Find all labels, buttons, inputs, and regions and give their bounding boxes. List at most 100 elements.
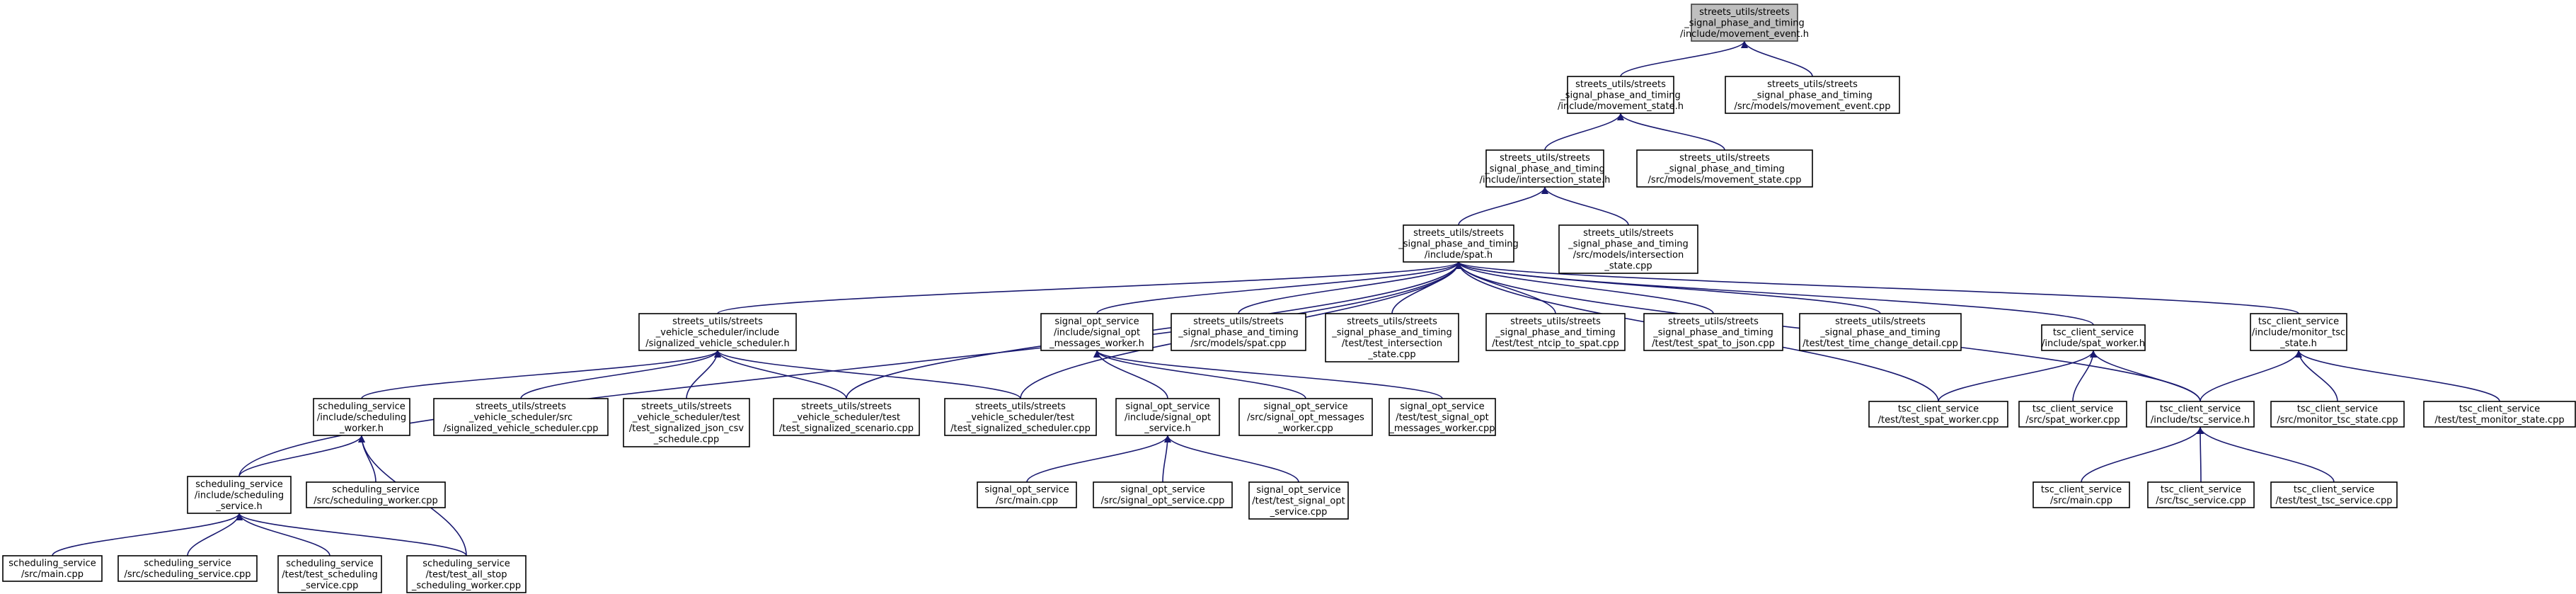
graph-node-box [1868,401,2008,428]
graph-node-label-line: signal_opt_service [984,485,1069,496]
graph-node-movement-state-cpp[interactable]: streets_utils/streets_signal_phase_and_t… [1636,149,1813,188]
graph-node-label-line: _signal_phase_and_timing [1652,327,1773,338]
graph-node-label-line: _worker.h [339,423,384,434]
graph-node-label-line: /src/spat_worker.cpp [2025,415,2120,425]
graph-edge-scheduling-service-h-to-spat-h [238,261,1462,477]
graph-node-spat-worker-cpp[interactable]: tsc_client_service/src/spat_worker.cpp [2018,401,2127,428]
graph-node-monitor-tsc-state-cpp[interactable]: tsc_client_service/src/monitor_tsc_state… [2270,401,2405,428]
graph-node-label-line: /include/signal_opt [1054,327,1140,338]
graph-node-box [117,555,258,582]
graph-node-box [1403,224,1514,263]
graph-node-tsc-main-cpp[interactable]: tsc_client_service/src/main.cpp [2032,481,2130,508]
graph-edge-test-spat-worker-cpp-to-spat-worker-h [1938,350,2097,402]
graph-node-label-line: _state.cpp [1367,350,1415,360]
graph-node-test-signalized-scheduler-cpp[interactable]: streets_utils/streets_vehicle_scheduler/… [944,398,1097,436]
graph-edge-test-signalized-json-csv-schedule-cpp-to-signalized-vehicle-scheduler-h [686,350,721,399]
graph-node-scheduling-worker-cpp[interactable]: scheduling_service/src/scheduling_worker… [306,481,446,508]
graph-node-intersection-state-cpp[interactable]: streets_utils/streets_signal_phase_and_t… [1558,224,1698,274]
graph-node-test-monitor-state-cpp[interactable]: tsc_client_service/test/test_monitor_sta… [2423,401,2576,428]
graph-node-label-line: _state.h [2279,338,2317,349]
graph-node-label-line: streets_utils/streets [1835,316,1926,327]
graph-edge-test-monitor-state-cpp-to-monitor-tsc-state-h [2295,350,2500,402]
graph-node-signalized-vehicle-scheduler-h[interactable]: streets_utils/streets_vehicle_scheduler/… [638,313,797,351]
graph-node-label-line: _vehicle_scheduler/include [655,327,779,338]
graph-node-label-line: _signal_phase_and_timing [1331,328,1452,338]
graph-node-label-line: streets_utils/streets [672,316,763,327]
graph-edge-spat-worker-h-to-spat-h [1455,261,2094,326]
graph-node-test-signalized-json-csv-schedule-cpp[interactable]: streets_utils/streets_vehicle_scheduler/… [623,398,750,447]
graph-node-spat-cpp[interactable]: streets_utils/streets_signal_phase_and_t… [1171,313,1306,351]
graph-node-test-time-change-detail-cpp[interactable]: streets_utils/streets_signal_phase_and_t… [1799,313,1962,351]
graph-node-box [2,555,103,582]
graph-node-box [773,398,920,436]
graph-node-signal-opt-messages-worker-h[interactable]: signal_opt_service/include/signal_opt_me… [1040,313,1154,351]
graph-node-label-line: /test_signalized_json_csv [629,423,744,434]
graph-node-test-signal-opt-service-cpp[interactable]: signal_opt_service/test/test_signal_opt_… [1248,481,1349,520]
graph-node-intersection-state-h[interactable]: streets_utils/streets_signal_phase_and_t… [1480,149,1611,188]
graph-node-label-line: _signal_phase_and_timing [1560,90,1681,101]
graph-node-label-line: streets_utils/streets [975,401,1066,412]
graph-node-box [638,313,797,351]
graph-node-label-line: _signal_phase_and_timing [1568,239,1689,250]
graph-node-signal-opt-service-h[interactable]: signal_opt_service/include/signal_opt_se… [1115,398,1220,436]
graph-node-scheduling-worker-h[interactable]: scheduling_service/include/scheduling_wo… [313,398,410,436]
graph-node-box [1725,76,1900,114]
graph-node-signal-opt-messages-worker-cpp[interactable]: signal_opt_service/src/signal_opt_messag… [1238,398,1373,436]
graph-node-box [1643,313,1783,351]
graph-node-box [306,481,446,508]
graph-node-label-line: /include/movement_event.h [1680,29,1809,40]
graph-node-label-line: tsc_client_service [2041,485,2122,496]
graph-node-label-line: /src/main.cpp [21,569,84,580]
graph-node-label-line: /include/spat.h [1425,250,1493,261]
graph-edge-test-scheduling-service-cpp-to-scheduling-service-h [236,513,330,556]
graph-edge-tsc-main-cpp-to-tsc-service-h [2081,426,2204,483]
graph-node-box [1485,149,1604,188]
graph-edge-test-tsc-service-cpp-to-tsc-service-h [2197,426,2335,483]
graph-node-scheduling-service-h[interactable]: scheduling_service/include/scheduling_se… [187,476,292,514]
graph-node-label-line: /test/test_intersection [1342,338,1442,349]
graph-edge-signal-opt-messages-worker-h-to-spat-h [1096,261,1462,314]
graph-node-signal-opt-main-cpp[interactable]: signal_opt_service/src/main.cpp [977,481,1077,508]
graph-node-label-line: streets_utils/streets [1767,79,1858,90]
graph-node-label-line: /test/test_ntcip_to_spat.cpp [1492,338,1618,349]
graph-node-test-scheduling-service-cpp[interactable]: scheduling_service/test/test_scheduling_… [277,555,382,593]
graph-edge-test-signalized-scheduler-cpp-to-signalized-vehicle-scheduler-h [714,350,1021,399]
graph-edge-spat-cpp-to-spat-h [1238,261,1462,314]
graph-node-label-line: scheduling_service [195,479,282,490]
graph-node-test-signalized-scenario-cpp[interactable]: streets_utils/streets_vehicle_scheduler/… [773,398,920,436]
graph-node-spat-worker-h[interactable]: tsc_client_service/include/spat_worker.h [2041,324,2146,351]
graph-node-label-line: _scheduling_worker.cpp [411,581,521,591]
graph-node-spat-h[interactable]: streets_utils/streets_signal_phase_and_t… [1398,224,1519,263]
graph-node-test-ntcip-to-spat-cpp[interactable]: streets_utils/streets_signal_phase_and_t… [1485,313,1626,351]
graph-node-label-line: streets_utils/streets [1193,316,1284,327]
graph-node-test-signal-opt-messages-worker-cpp[interactable]: signal_opt_service/test/test_signal_opt_… [1388,398,1496,436]
graph-node-box [2270,481,2398,508]
graph-node-test-spat-to-json-cpp[interactable]: streets_utils/streets_signal_phase_and_t… [1643,313,1783,351]
graph-node-monitor-tsc-state-h[interactable]: tsc_client_service/include/monitor_tsc_s… [2250,313,2347,351]
graph-node-movement-state-h[interactable]: streets_utils/streets_signal_phase_and_t… [1558,76,1684,114]
graph-node-tsc-service-h[interactable]: tsc_client_service/include/tsc_service.h [2146,401,2255,428]
graph-edge-scheduling-service-cpp-to-scheduling-service-h [187,513,243,556]
graph-node-box [433,398,609,436]
graph-node-label-line: signal_opt_service [1120,485,1204,496]
graph-node-box [277,555,382,593]
graph-node-label-line: /signalized_vehicle_scheduler.cpp [443,423,598,434]
graph-node-signalized-vehicle-scheduler-cpp[interactable]: streets_utils/streets_vehicle_scheduler/… [433,398,609,436]
graph-node-label-line: signal_opt_service [1400,401,1484,412]
graph-node-test-tsc-service-cpp[interactable]: tsc_client_service/test/test_tsc_service… [2270,481,2398,508]
graph-node-tsc-service-cpp[interactable]: tsc_client_service/src/tsc_service.cpp [2147,481,2255,508]
graph-node-test-intersection-state-cpp[interactable]: streets_utils/streets_signal_phase_and_t… [1325,313,1459,362]
graph-node-box [1040,313,1154,351]
graph-node-test-all-stop-scheduling-worker-cpp[interactable]: scheduling_service/test/test_all_stop_sc… [406,555,527,593]
graph-node-label-line: streets_utils/streets [1583,228,1674,239]
graph-node-movement-event-h[interactable]: streets_utils/streets_signal_phase_and_t… [1680,4,1809,42]
graph-node-label-line: streets_utils/streets [801,401,892,412]
graph-node-scheduling-service-cpp[interactable]: scheduling_service/src/scheduling_servic… [117,555,258,582]
graph-node-signal-opt-service-cpp[interactable]: signal_opt_service/src/signal_opt_servic… [1093,481,1233,508]
graph-node-scheduling-main-cpp[interactable]: scheduling_service/src/main.cpp [2,555,103,582]
graph-node-test-spat-worker-cpp[interactable]: tsc_client_service/test/test_spat_worker… [1868,401,2008,428]
graph-node-movement-event-cpp[interactable]: streets_utils/streets_signal_phase_and_t… [1725,76,1900,114]
graph-node-label-line: /src/main.cpp [996,496,1058,506]
graph-node-label-line: /src/scheduling_worker.cpp [314,496,438,506]
graph-node-box [1248,481,1349,520]
